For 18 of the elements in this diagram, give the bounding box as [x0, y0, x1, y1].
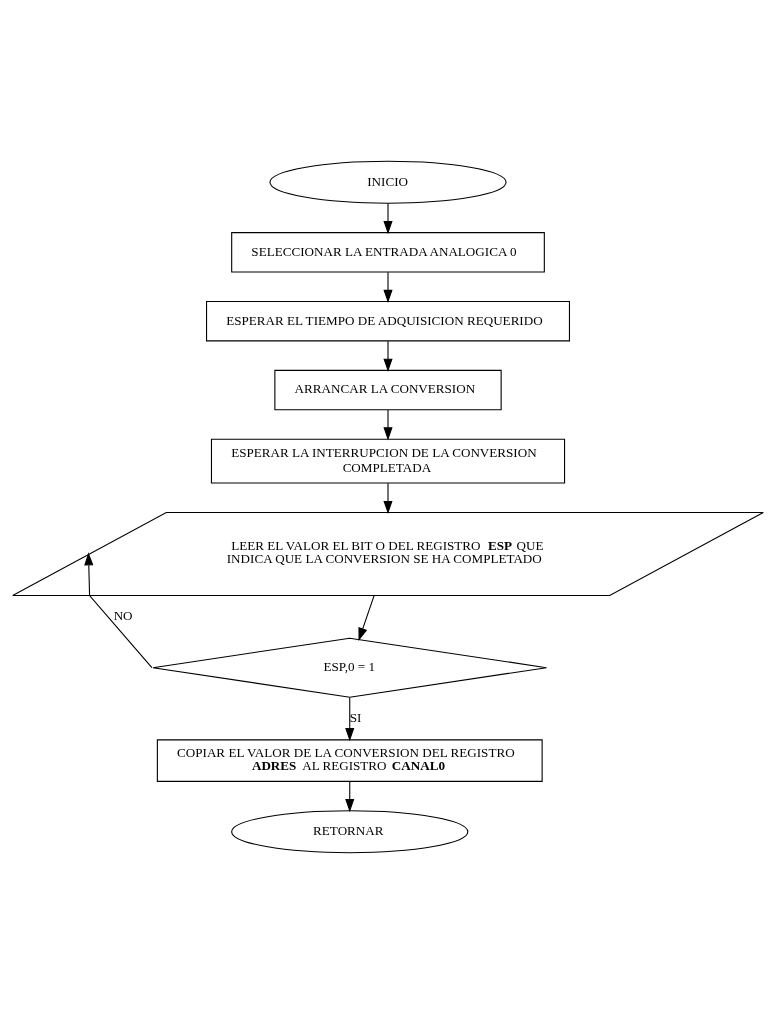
node-ellipse: RETORNAR: [231, 809, 469, 853]
edge-label: NO: [113, 607, 133, 623]
arrow: [358, 594, 375, 641]
arrow: [383, 408, 393, 440]
node-diamond: ESP,0 = 1: [152, 637, 548, 698]
node-box: COPIAR EL VALOR DE LA CONVERSION DEL REGISTRO ADRES AL REGISTRO CANAL0: [156, 738, 543, 782]
node-box: SELECCIONAR LA ENTRADA ANALOGICA 0: [231, 231, 545, 273]
node-box: ESPERAR LA INTERRUPCION DE LA CONVERSION COMPLETADA: [210, 438, 566, 483]
arrow: [345, 696, 355, 741]
node-box: ESPERAR EL TIEMPO DE ADQUISICION REQUERIDO: [206, 300, 570, 341]
arrow: [383, 340, 393, 372]
arrow: [383, 271, 393, 303]
arrow: [383, 482, 393, 514]
node-box: ARRANCAR LA CONVERSION: [274, 369, 502, 410]
arrow: [383, 202, 393, 234]
node-ellipse: INICIO: [269, 160, 507, 204]
arrow: [84, 551, 153, 668]
edge-label: SI: [349, 709, 362, 725]
